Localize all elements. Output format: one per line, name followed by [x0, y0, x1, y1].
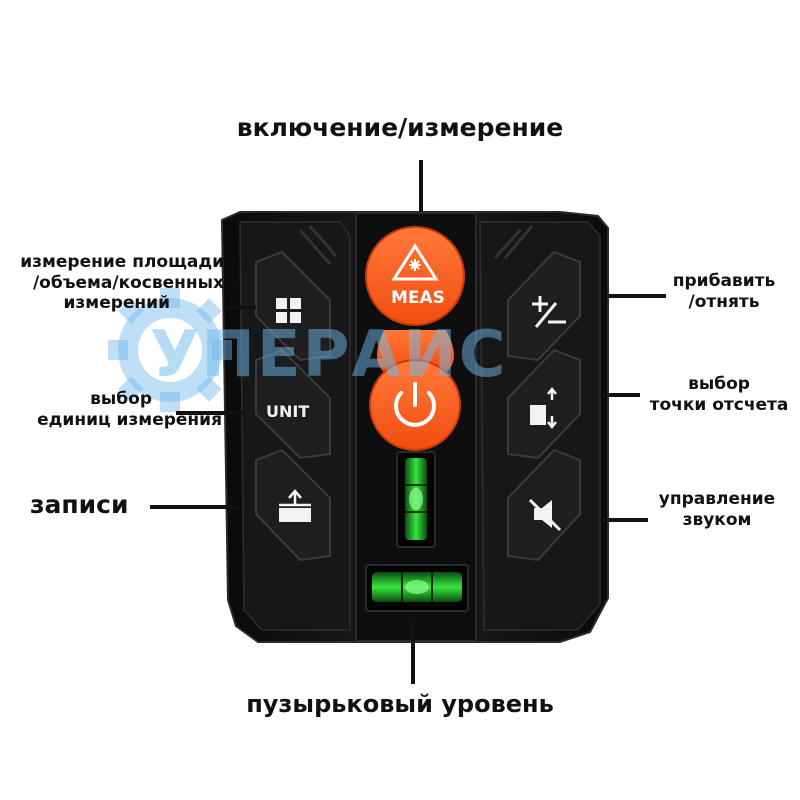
grid-icon — [276, 298, 301, 323]
unit-button-label: UNIT — [266, 402, 310, 421]
label-area-line-3: измерений — [63, 293, 170, 314]
callout-line-top — [419, 160, 423, 212]
reference-button[interactable] — [507, 348, 581, 460]
label-reference-point: выбор точки отсчета — [638, 374, 800, 415]
callout-line-records — [150, 505, 238, 509]
label-ref-line-2: точки отсчета — [649, 394, 789, 415]
label-sound: управление звуком — [642, 489, 792, 530]
gear-watermark-icon — [118, 298, 222, 402]
label-plus-line-2: /отнять — [688, 291, 760, 312]
callout-line-plus — [606, 294, 666, 298]
gear-teeth-icon — [108, 288, 232, 412]
callout-line-area — [224, 305, 256, 309]
label-area-line-2: /объема/косвенных — [32, 272, 224, 293]
label-ref-line-1: выбор — [688, 374, 750, 394]
label-sound-line-2: звуком — [682, 509, 752, 530]
reference-point-icon — [530, 386, 557, 430]
unit-button[interactable] — [255, 348, 331, 460]
label-unit-line-2: единиц измерения — [37, 409, 222, 430]
plus-minus-button[interactable] — [507, 250, 581, 362]
records-icon — [279, 489, 311, 522]
callout-line-bottom — [411, 620, 415, 684]
watermark-text: УПЕРАИС — [150, 318, 508, 392]
label-unit-line-1: выбор — [90, 389, 152, 409]
horizontal-bubble-vial — [365, 564, 469, 612]
power-icon — [394, 382, 436, 427]
label-sound-line-1: управление — [658, 489, 776, 509]
meas-button[interactable] — [365, 226, 465, 326]
label-plus-minus: прибавить /отнять — [664, 271, 784, 312]
label-power-measure: включение/измерение — [236, 113, 564, 142]
meas-power-capsule — [377, 330, 454, 372]
plus-minus-icon — [532, 296, 566, 328]
sound-button[interactable] — [507, 448, 581, 562]
callout-line-unit — [176, 411, 244, 415]
label-area-line-1: измерение площади — [20, 252, 224, 272]
label-area-volume: измерение площади /объема/косвенных изме… — [4, 252, 224, 314]
label-records: записи — [30, 490, 129, 519]
mute-icon — [528, 498, 562, 532]
vertical-bubble-vial — [396, 451, 436, 548]
label-unit-select: выбор единиц измерения — [4, 389, 222, 430]
label-bubble-level: пузырьковый уровень — [246, 690, 554, 718]
label-plus-line-1: прибавить — [672, 271, 776, 291]
laser-triangle-icon — [391, 243, 439, 281]
callout-line-sound — [602, 518, 648, 522]
callout-line-reference — [602, 393, 640, 397]
meas-button-label: MEAS — [391, 288, 445, 308]
